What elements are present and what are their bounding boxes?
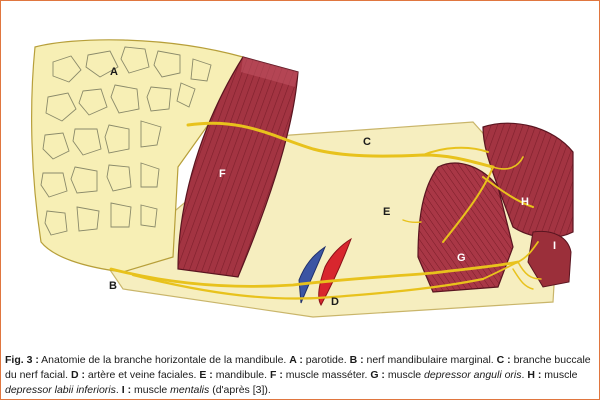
caption-text-d: artère et veine faciales. (84, 369, 200, 381)
label-i: I (553, 240, 556, 252)
label-g: G (457, 252, 466, 264)
label-h: H (521, 196, 529, 208)
caption-fig-label: Fig. 3 : (5, 354, 39, 366)
caption-text-i: muscle (131, 384, 171, 396)
masseter-muscle (177, 56, 299, 278)
caption-key-g: G : (370, 369, 385, 381)
mentalis-muscle (527, 230, 572, 288)
caption-key-a: A : (289, 354, 303, 366)
label-e: E (383, 206, 390, 218)
caption-key-h: H : (527, 369, 542, 381)
parotid-lobules (40, 46, 212, 236)
caption-intro: Anatomie de la branche horizontale de la… (38, 354, 290, 366)
label-d: D (331, 296, 339, 308)
caption-end-g: . (521, 369, 528, 381)
label-b: B (109, 280, 117, 292)
anatomy-illustration: A B C D E F G H I (13, 17, 589, 339)
caption-end-i: (d'après [3]). (209, 384, 271, 396)
caption-key-d: D : (70, 369, 85, 381)
figure-caption: Fig. 3 : Anatomie de la branche horizont… (5, 353, 597, 398)
facial-artery (318, 237, 352, 306)
nerve-branches (109, 121, 542, 300)
caption-key-e: E : (199, 369, 213, 381)
caption-end-h: . (115, 384, 122, 396)
caption-key-f: F : (269, 369, 283, 381)
caption-text-e: mandibule. (212, 369, 270, 381)
caption-text-f: muscle masséter. (282, 369, 371, 381)
caption-italic-h: depressor labii inferioris (5, 384, 116, 396)
parotid-gland (31, 39, 244, 273)
caption-text-b: nerf mandibulaire marginal. (363, 354, 497, 366)
label-a: A (110, 66, 118, 78)
caption-key-i: I : (121, 384, 132, 396)
caption-italic-i: mentalis (170, 384, 210, 396)
caption-text-h: muscle (541, 369, 578, 381)
caption-text-g: muscle (384, 369, 425, 381)
label-c: C (363, 136, 371, 148)
facial-vein (298, 245, 327, 304)
caption-key-b: B : (349, 354, 364, 366)
caption-italic-g: depressor anguli oris (424, 369, 522, 381)
caption-text-a: parotide. (302, 354, 350, 366)
label-f: F (219, 168, 226, 180)
caption-key-c: C : (496, 354, 511, 366)
depressor-anguli-oris-muscle (417, 162, 514, 293)
caption-text-c: branche buccale du nerf facial. (5, 354, 591, 381)
